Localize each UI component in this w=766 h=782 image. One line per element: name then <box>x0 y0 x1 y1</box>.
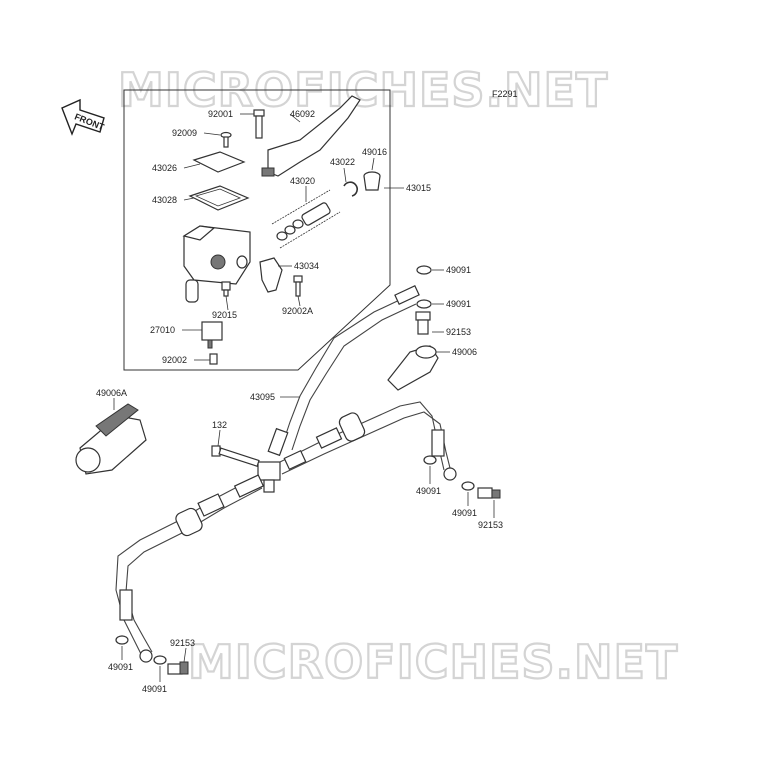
clamp-bolt <box>293 275 303 297</box>
label-43020: 43020 <box>290 176 315 186</box>
reservoir-cap <box>192 151 246 173</box>
piston-kit <box>271 189 341 249</box>
diaphragm <box>188 185 250 211</box>
label-43015: 43015 <box>406 183 431 193</box>
label-49091-mid: 49091 <box>446 299 471 309</box>
brake-light-switch <box>201 321 223 349</box>
label-49091-left-2: 49091 <box>142 684 167 694</box>
figure-code: F2291 <box>492 89 518 99</box>
brake-hose-upper <box>267 285 420 457</box>
label-49006: 49006 <box>452 347 477 357</box>
label-43034: 43034 <box>294 261 319 271</box>
switch-mount-screw <box>209 353 218 365</box>
label-43022: 43022 <box>330 157 355 167</box>
washer-right-2 <box>461 481 475 491</box>
banjo-bolt-top <box>415 311 431 335</box>
label-49091-top: 49091 <box>446 265 471 275</box>
washer-top-2 <box>416 299 432 309</box>
hose-cover <box>75 403 147 475</box>
label-92002: 92002 <box>162 355 187 365</box>
label-27010: 27010 <box>150 325 175 335</box>
brake-hose-right <box>279 401 457 481</box>
banjo-bolt-left <box>167 661 189 675</box>
switch-screw <box>221 281 231 297</box>
label-49006A: 49006A <box>96 388 127 398</box>
assembly-frame <box>123 89 391 371</box>
leader-lines <box>113 113 495 682</box>
label-49091-right-2: 49091 <box>452 508 477 518</box>
label-92153-top: 92153 <box>446 327 471 337</box>
washer-left-1 <box>115 635 129 645</box>
label-49091-left-1: 49091 <box>108 662 133 672</box>
hose-t-joint <box>257 461 281 493</box>
cap-screw <box>220 131 232 148</box>
brake-lever <box>267 95 361 177</box>
washer-left-2 <box>153 655 167 665</box>
circlip <box>343 181 358 197</box>
watermark-bottom: MICROFICHES.NET <box>188 635 678 689</box>
banjo-bolt-right <box>477 487 501 499</box>
label-49016: 49016 <box>362 147 387 157</box>
label-49091-right-1: 49091 <box>416 486 441 496</box>
dust-boot <box>363 171 381 191</box>
label-92153-left: 92153 <box>170 638 195 648</box>
label-92153-right: 92153 <box>478 520 503 530</box>
hose-elbow <box>387 345 439 391</box>
label-92009: 92009 <box>172 128 197 138</box>
brake-hose-left <box>115 474 265 663</box>
washer-right-1 <box>423 455 437 465</box>
label-46092: 46092 <box>290 109 315 119</box>
label-132: 132 <box>212 420 227 430</box>
washer-top-1 <box>416 265 432 275</box>
label-92015: 92015 <box>212 310 237 320</box>
label-92002A: 92002A <box>282 306 313 316</box>
pivot-bolt <box>253 109 265 139</box>
label-43028: 43028 <box>152 195 177 205</box>
front-arrow-icon: FRONT <box>61 98 106 136</box>
label-92001: 92001 <box>208 109 233 119</box>
lever-tip <box>261 167 275 177</box>
label-43095: 43095 <box>250 392 275 402</box>
master-cylinder-body <box>182 225 251 303</box>
joint-bolt <box>211 445 260 467</box>
handlebar-clamp <box>259 257 283 293</box>
label-43026: 43026 <box>152 163 177 173</box>
